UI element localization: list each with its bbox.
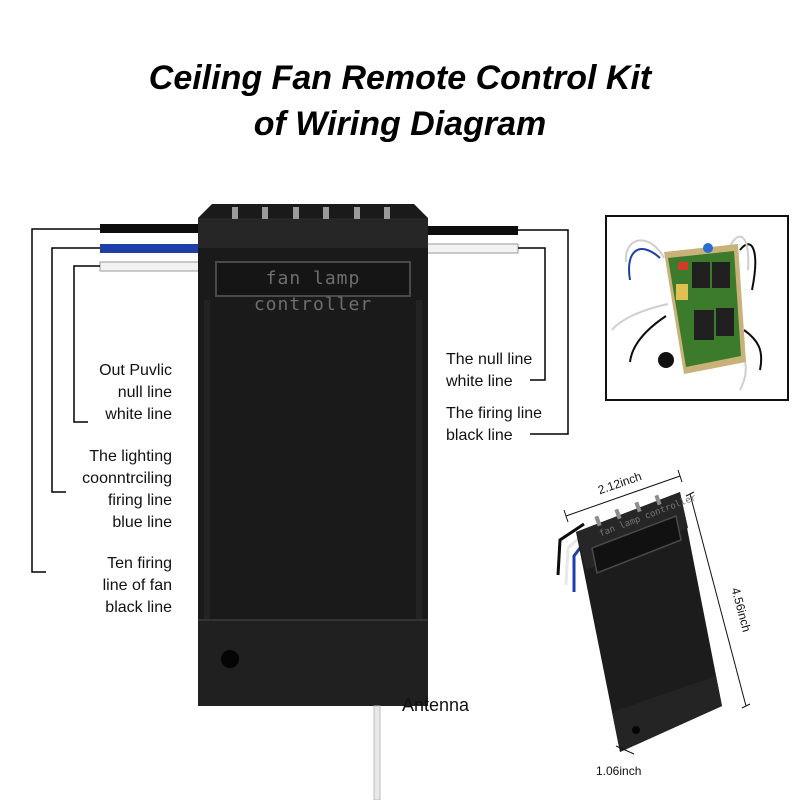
controller-body bbox=[198, 204, 428, 706]
pcb-inset bbox=[605, 215, 789, 401]
right-leader-lines bbox=[518, 229, 569, 435]
height-dimension-line bbox=[689, 493, 747, 707]
right-white-wire bbox=[419, 243, 519, 254]
label-line: blue line bbox=[112, 514, 172, 531]
label-fan-firing-line: Ten firing line of fan black line bbox=[103, 553, 172, 619]
right-black-wire bbox=[420, 226, 518, 235]
leader-firing-line bbox=[518, 229, 569, 435]
leader-fan-firing bbox=[31, 228, 100, 573]
left-blue-wire bbox=[100, 244, 205, 253]
left-white-wire bbox=[99, 261, 206, 272]
left-wires bbox=[99, 224, 206, 272]
label-out-public-null-line: Out Puvlic null line white line bbox=[99, 360, 172, 426]
depth-dimension-line bbox=[615, 745, 635, 755]
label-lighting-firing-line: The lighting coonntrciling firing line b… bbox=[82, 446, 172, 534]
antenna-wire bbox=[373, 705, 381, 800]
label-line: The lighting bbox=[89, 448, 172, 465]
controller-label-plate bbox=[215, 261, 411, 297]
width-dimension-line bbox=[565, 475, 681, 517]
label-line: Out Puvlic bbox=[99, 362, 172, 379]
diagram-title-line-1: Ceiling Fan Remote Control Kit bbox=[148, 59, 652, 97]
left-black-wire bbox=[100, 224, 205, 233]
label-line: Ten firing bbox=[107, 555, 172, 572]
label-line: line of fan bbox=[102, 577, 172, 594]
leader-null-line bbox=[518, 247, 546, 381]
label-line: white line bbox=[105, 406, 172, 423]
controller-label-text: fan lamp controller bbox=[253, 268, 373, 315]
label-line: null line bbox=[117, 384, 172, 401]
dimension-lines bbox=[563, 469, 751, 755]
vent-slots bbox=[232, 207, 390, 219]
label-null-line: The null line white line bbox=[446, 349, 532, 393]
right-wires bbox=[419, 226, 519, 254]
left-leader-lines bbox=[31, 228, 100, 573]
label-line: The firing line bbox=[446, 405, 543, 422]
label-line: white line bbox=[446, 373, 513, 390]
leader-out-public bbox=[73, 265, 100, 423]
diagram-title-line-2: of Wiring Diagram bbox=[253, 105, 547, 143]
label-line: black line bbox=[105, 599, 172, 616]
label-line: The null line bbox=[446, 351, 533, 368]
label-line: firing line bbox=[107, 492, 172, 509]
label-line: black line bbox=[446, 427, 513, 444]
label-line: coonntrciling bbox=[82, 470, 172, 487]
antenna-label: Antenna bbox=[402, 695, 470, 715]
depth-dimension-label: 1.06inch bbox=[596, 764, 642, 778]
antenna-port bbox=[221, 650, 239, 668]
small-controller-view bbox=[556, 492, 722, 752]
label-firing-line: The firing line black line bbox=[446, 403, 542, 447]
leader-lighting bbox=[51, 247, 100, 493]
